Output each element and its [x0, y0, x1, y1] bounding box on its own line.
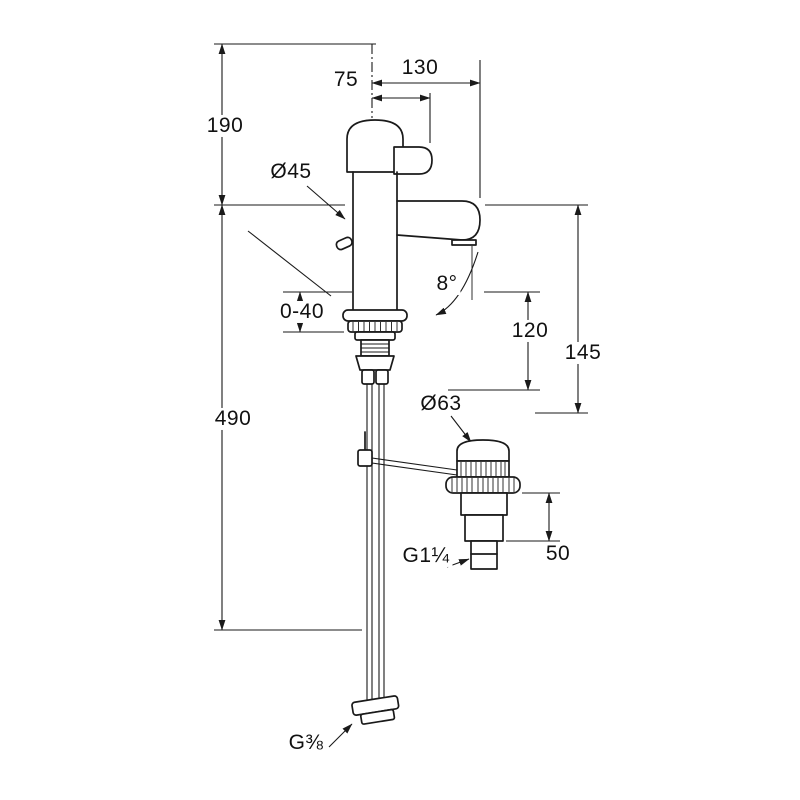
leader-g3-8 — [328, 723, 353, 748]
faucet-body-drawing — [335, 119, 481, 725]
faucet-cap — [346, 119, 404, 173]
dimension-label-120: 120 — [508, 319, 552, 343]
thread-label-g1-14: G1¼ — [399, 544, 453, 568]
faucet-spout — [396, 200, 481, 241]
base-escutcheon — [342, 309, 408, 322]
base-collar — [354, 331, 396, 341]
spout-aerator — [451, 239, 477, 246]
mounting-nut — [355, 355, 395, 371]
leader-dia45 — [306, 185, 346, 220]
g38-hose-fitting — [351, 695, 400, 725]
popup-rod-clamp — [357, 449, 373, 467]
popup-horizontal-rod — [371, 457, 458, 476]
waste-upper-body — [460, 492, 508, 516]
thread-label-g3-8: G⅜ — [285, 731, 327, 755]
dimension-label-190: 190 — [203, 114, 247, 138]
dimension-label-145: 145 — [561, 341, 605, 365]
oblique-extension-line — [247, 230, 332, 297]
supply-hoses — [366, 384, 385, 700]
diameter-label-63: Ø63 — [417, 392, 465, 416]
dimension-label-75: 75 — [330, 68, 362, 92]
waste-flange-hatching — [451, 478, 515, 492]
waste-knurl-hatching — [460, 462, 506, 476]
hose-crimp-right — [375, 369, 389, 385]
angle-label-8deg: 8° — [433, 272, 461, 296]
dimension-label-130: 130 — [398, 56, 442, 80]
hose-crimp-left — [361, 369, 375, 385]
dimension-label-490: 490 — [211, 407, 255, 431]
waste-knob — [456, 439, 510, 462]
dimension-lines — [214, 43, 588, 748]
waste-lower-body — [464, 514, 504, 542]
dimension-label-0-40: 0-40 — [276, 300, 328, 324]
diameter-label-45: Ø45 — [267, 160, 315, 184]
shank-thread-lines — [361, 343, 389, 353]
faucet-lever-handle — [393, 146, 433, 175]
popup-waste-drawing — [445, 439, 521, 570]
base-ribbed-ring-hatching — [352, 322, 398, 331]
waste-tailpipe — [470, 540, 498, 570]
dimension-label-50: 50 — [542, 542, 574, 566]
faucet-side-pin — [335, 236, 353, 251]
leader-dia63 — [450, 415, 472, 443]
